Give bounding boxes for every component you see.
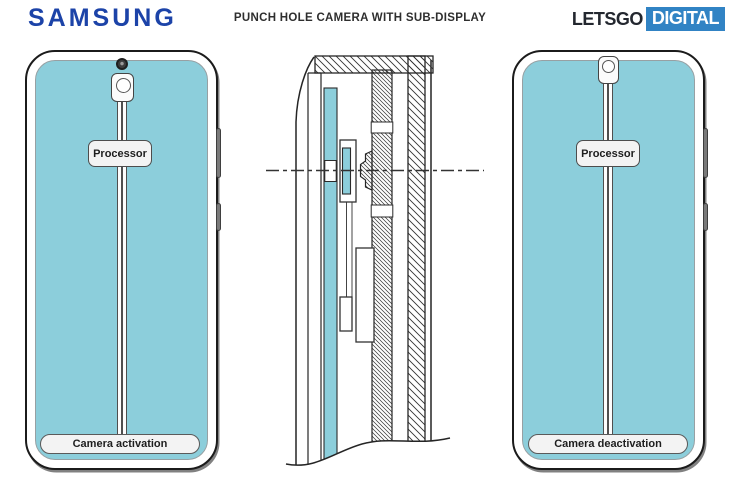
publisher-name-left: LETSGO	[571, 8, 644, 29]
camera-activation-button[interactable]: Camera activation	[40, 434, 200, 454]
processor-chip: Processor	[576, 140, 640, 167]
camera-flex-cable	[603, 82, 613, 436]
volume-button	[702, 128, 708, 178]
cross-section-diagram	[266, 55, 484, 481]
punch-hole-camera-icon	[116, 58, 128, 70]
letsgodigital-logo: LETSGO DIGITAL	[572, 7, 725, 31]
frame-gap-lower	[370, 204, 394, 218]
samsung-logo: SAMSUNG	[28, 4, 177, 32]
break-mask	[286, 438, 450, 481]
break-line	[285, 437, 451, 466]
power-button	[215, 203, 221, 231]
frame-gap-upper	[370, 121, 394, 134]
camera-lens-icon	[115, 77, 131, 93]
top-frame-hatch	[314, 55, 434, 74]
back-frame-hatch	[407, 55, 426, 467]
phone-camera-active: Processor Camera activation	[25, 50, 221, 470]
front-frame-lines	[307, 72, 322, 466]
publisher-name-right: DIGITAL	[645, 7, 725, 31]
power-button	[702, 203, 708, 231]
processor-chip: Processor	[88, 140, 152, 167]
camera-module	[598, 56, 619, 84]
camera-lens-icon	[602, 60, 615, 73]
actuator-block	[355, 247, 375, 343]
camera-flex-cable	[117, 100, 127, 436]
page-title: PUNCH HOLE CAMERA WITH SUB-DISPLAY	[233, 12, 487, 24]
volume-button	[215, 128, 221, 178]
display-layer	[323, 87, 338, 467]
camera-deactivation-button[interactable]: Camera deactivation	[528, 434, 688, 454]
slider-block	[339, 296, 353, 332]
camera-module	[111, 73, 134, 102]
front-glass-curve	[295, 56, 315, 466]
phone-camera-hidden: Processor Camera deactivation	[512, 50, 708, 470]
